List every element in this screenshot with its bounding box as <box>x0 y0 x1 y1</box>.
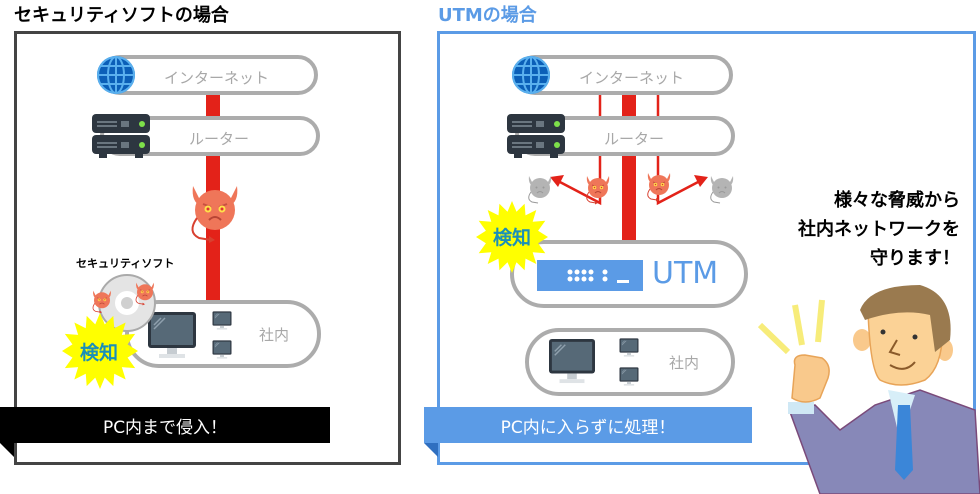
businessman-illustration <box>757 285 980 494</box>
devil-blocked-icon <box>707 173 737 205</box>
lan-label: 社内 <box>259 326 290 344</box>
detect-label: 検知 <box>80 342 119 364</box>
lan-label: 社内 <box>669 354 700 372</box>
banner-fold <box>0 443 14 457</box>
desktop-pc-icon <box>548 338 596 384</box>
right-result-banner: PC内に入らずに処理！ <box>424 407 752 443</box>
speech-line: 様々な脅威から <box>834 190 960 211</box>
right-panel-frame <box>437 31 976 465</box>
devil-small-icon <box>90 288 114 314</box>
left-result-text: PC内まで侵入！ <box>102 417 228 438</box>
detect-label: 検知 <box>493 227 532 249</box>
internet-node: インターネット <box>100 55 318 95</box>
utm-device-icon <box>537 260 643 291</box>
right-panel-title: UTMの場合 <box>438 5 537 26</box>
left-panel-frame <box>14 31 401 465</box>
globe-icon <box>96 55 136 95</box>
speech-line: 守ります！ <box>870 248 960 269</box>
pc-icon <box>212 311 232 330</box>
speech-text: 様々な脅威から 社内ネットワークを 守ります！ <box>798 186 960 273</box>
left-result-banner: PC内まで侵入！ <box>0 407 330 443</box>
router-icon <box>91 113 151 159</box>
devil-threat-icon <box>644 170 674 202</box>
internet-label: インターネット <box>164 69 270 87</box>
pc-icon <box>619 367 639 386</box>
banner-fold <box>424 443 438 457</box>
devil-threat-icon <box>185 180 245 244</box>
devil-small-icon <box>133 280 157 306</box>
globe-icon <box>511 55 551 95</box>
router-label: ルーター <box>189 130 250 148</box>
right-result-text: PC内に入らずに処理！ <box>500 417 676 438</box>
pc-icon <box>212 340 232 359</box>
internet-node: インターネット <box>515 55 733 95</box>
router-label: ルーター <box>604 130 665 148</box>
security-software-label: セキュリティソフト <box>76 257 175 270</box>
router-icon <box>506 113 566 159</box>
internet-label: インターネット <box>579 69 685 87</box>
utm-label: UTM <box>652 256 719 291</box>
utm-node: UTM <box>510 240 748 308</box>
left-panel-title: セキュリティソフトの場合 <box>14 5 229 26</box>
devil-threat-icon <box>583 173 613 205</box>
speech-line: 社内ネットワークを <box>798 219 960 240</box>
pc-icon <box>619 338 639 357</box>
